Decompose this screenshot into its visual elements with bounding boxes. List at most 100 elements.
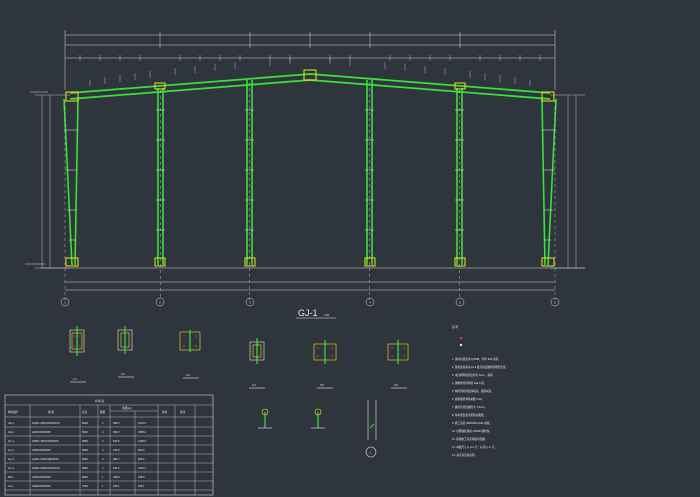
- section-details: 1-1 2-2 3-3 4-4: [69, 326, 409, 458]
- svg-text:1016.6: 1016.6: [138, 421, 146, 425]
- material-table: 材 料 表 构件编号 规 格 长度 数量 重量(kg) 总重 备注 GZ-1 H…: [4, 394, 214, 496]
- svg-text:H300X180X6X8: H300X180X6X8: [32, 448, 51, 452]
- svg-text:256.1: 256.1: [113, 484, 120, 488]
- svg-text:数量: 数量: [100, 410, 106, 414]
- svg-text:1259.0: 1259.0: [138, 439, 146, 443]
- svg-text:说 明: 说 明: [452, 325, 458, 329]
- svg-text:965.4: 965.4: [138, 457, 145, 461]
- svg-text:BZ-1: BZ-1: [8, 475, 14, 479]
- svg-text:7. 螺栓孔径较螺栓大 1.5mm。: 7. 螺栓孔径较螺栓大 1.5mm。: [452, 405, 487, 409]
- svg-text:H300X200X6X8: H300X200X6X8: [32, 430, 51, 434]
- detail-1: 1: [365, 400, 377, 458]
- svg-text:10. 柱脚锚栓采用 Q235B 钢制作。: 10. 柱脚锚栓采用 Q235B 钢制作。: [452, 429, 492, 433]
- svg-text:445.0: 445.0: [113, 448, 120, 452]
- svg-text:2385.2: 2385.2: [138, 430, 146, 434]
- anchor-detail: [258, 408, 325, 429]
- svg-text:9. 施工应按 GB50205-2001 验收。: 9. 施工应按 GB50205-2001 验收。: [452, 421, 492, 425]
- svg-text:规 格: 规 格: [48, 410, 54, 414]
- svg-text:H(250~500)X200X6X10: H(250~500)X200X6X10: [32, 421, 60, 425]
- grid-bubbles: 1 2 3 4 5 6: [60, 297, 560, 307]
- svg-text:2. 梁柱连接采用 10.9 级高强度螺栓摩擦型连接。: 2. 梁柱连接采用 10.9 级高强度螺栓摩擦型连接。: [452, 365, 508, 369]
- svg-text:XL-1: XL-1: [8, 484, 14, 488]
- section-5-5: 5-5: [313, 340, 337, 389]
- svg-text:629.5: 629.5: [113, 439, 120, 443]
- svg-text:4-4: 4-4: [252, 383, 256, 387]
- svg-text:H(300~500)X200X6X10: H(300~500)X200X6X10: [32, 466, 60, 470]
- svg-text:651.2: 651.2: [113, 466, 120, 470]
- svg-text:508.3: 508.3: [113, 421, 120, 425]
- svg-text:13. 其余详见总说明。: 13. 其余详见总说明。: [452, 453, 477, 457]
- svg-text:1: 1: [102, 475, 104, 479]
- section-1-1: 1-1: [69, 326, 86, 383]
- design-notes: 说 明 1. 钢材材质选用 Q355B，焊条 E50 系列。 2. 梁柱连接采用…: [452, 325, 508, 457]
- svg-text:GL-1: GL-1: [8, 439, 14, 443]
- svg-text:备注: 备注: [180, 410, 186, 414]
- svg-text:7560: 7560: [82, 484, 88, 488]
- svg-text:328.9: 328.9: [138, 475, 145, 479]
- table-row: GL-3 H(300~500)X180X6X8 9960 2 482.7 965…: [8, 457, 145, 461]
- svg-text:5: 5: [459, 301, 461, 305]
- svg-text:6-6: 6-6: [394, 383, 398, 387]
- svg-text:1: 1: [370, 451, 372, 455]
- svg-text:328.9: 328.9: [113, 475, 120, 479]
- svg-text:重量(kg): 重量(kg): [122, 406, 132, 410]
- svg-text:构件编号: 构件编号: [8, 410, 19, 414]
- svg-text:1: 1: [64, 301, 66, 305]
- svg-text:H(300~500)X180X6X8: H(300~500)X180X6X8: [32, 457, 59, 461]
- svg-text:GJ-1: GJ-1: [298, 308, 318, 318]
- grid-bubble: 4: [365, 297, 375, 307]
- svg-text:596.3: 596.3: [113, 430, 120, 434]
- svg-text:3: 3: [249, 301, 251, 305]
- svg-text:4: 4: [369, 301, 371, 305]
- svg-text:4. 钢构件除锈等级 Sa2.5 级。: 4. 钢构件除锈等级 Sa2.5 级。: [452, 381, 486, 385]
- svg-text:2-2: 2-2: [121, 372, 125, 376]
- table-row: BZ-1 H300X180X6X8 8660 1 328.9 328.9: [8, 475, 145, 479]
- svg-text:H300X180X6X8: H300X180X6X8: [32, 475, 51, 479]
- svg-text:H300X200X6X8: H300X200X6X8: [32, 484, 51, 488]
- table-row: GL-1 H(500~300)X200X6X8 9960 2 629.5 125…: [8, 439, 146, 443]
- svg-text:8660: 8660: [82, 475, 88, 479]
- section-2-2: 2-2: [117, 326, 134, 378]
- svg-text:8640: 8640: [82, 430, 88, 434]
- svg-text:1302.4: 1302.4: [138, 466, 146, 470]
- svg-text:3. 未注明焊缝高度均为 6mm，满焊。: 3. 未注明焊缝高度均为 6mm，满焊。: [452, 373, 495, 377]
- svg-text:4: 4: [102, 430, 104, 434]
- svg-text:2: 2: [102, 466, 104, 470]
- svg-text:1-1: 1-1: [73, 377, 77, 381]
- svg-text:1: 1: [102, 484, 104, 488]
- svg-text:GL-2: GL-2: [8, 448, 14, 452]
- svg-text:GZ-2: GZ-2: [8, 430, 14, 434]
- svg-text:6: 6: [554, 301, 556, 305]
- svg-text:6600: 6600: [82, 421, 88, 425]
- frame-title: GJ-1 1:50: [296, 308, 336, 319]
- table-row: GL-2 H300X180X6X8 9960 2 445.0 890.0: [8, 448, 145, 452]
- svg-text:1. 钢材材质选用 Q355B，焊条 E50 系列。: 1. 钢材材质选用 Q355B，焊条 E50 系列。: [452, 357, 501, 361]
- grid-bubble: 2: [155, 297, 165, 307]
- grid-bubble: 1: [60, 297, 70, 307]
- svg-text:11. 基础施工详见基础平面图。: 11. 基础施工详见基础平面图。: [452, 437, 487, 441]
- table-row: GZ-2 H300X200X6X8 8640 4 596.3 2385.2: [8, 430, 146, 434]
- svg-text:2: 2: [102, 421, 104, 425]
- svg-text:材 料 表: 材 料 表: [95, 399, 105, 403]
- svg-text:2: 2: [102, 448, 104, 452]
- table-row: GZ-1 H(250~500)X200X6X10 6600 2 508.3 10…: [8, 421, 146, 425]
- svg-text:1:50: 1:50: [324, 313, 330, 317]
- svg-text:12. 本图尺寸以 mm 计，标高以 m 计。: 12. 本图尺寸以 mm 计，标高以 m 计。: [452, 445, 497, 449]
- svg-text:890.0: 890.0: [138, 448, 145, 452]
- svg-text:3-3: 3-3: [186, 373, 190, 377]
- grid-bubble: 5: [455, 297, 465, 307]
- svg-text:2: 2: [102, 457, 104, 461]
- table-row: GL-4 H(300~500)X200X6X10 9960 2 651.2 13…: [8, 466, 146, 470]
- svg-text:长度: 长度: [82, 410, 88, 414]
- svg-text:5-5: 5-5: [320, 383, 324, 387]
- svg-text:482.7: 482.7: [113, 457, 120, 461]
- svg-text:9960: 9960: [82, 466, 88, 470]
- svg-text:8. 吊车梁安装详见相关图纸。: 8. 吊车梁安装详见相关图纸。: [452, 413, 486, 417]
- svg-text:9960: 9960: [82, 439, 88, 443]
- section-4-4: 4-4: [249, 338, 265, 389]
- svg-text:5. 构件涂防锈底漆两道，面漆两道。: 5. 构件涂防锈底漆两道，面漆两道。: [452, 389, 494, 393]
- frame-elevation: [25, 30, 585, 300]
- section-3-3: 3-3: [179, 330, 201, 379]
